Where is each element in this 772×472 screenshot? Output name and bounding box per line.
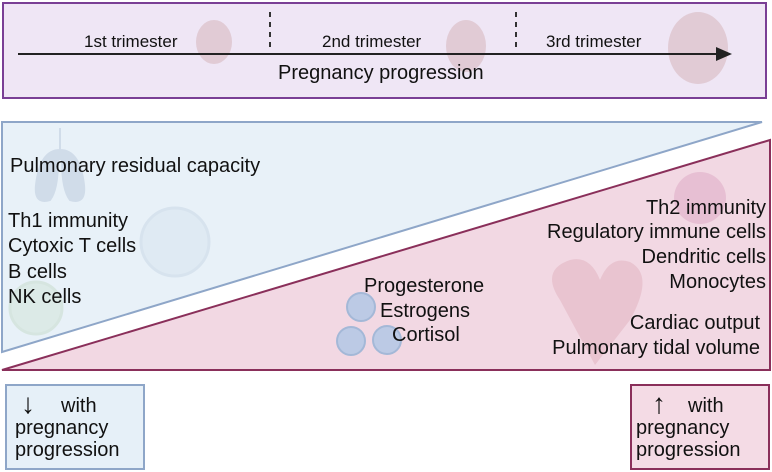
hormone-cortisol: Cortisol	[392, 324, 460, 346]
timeline-axis-label: Pregnancy progression	[278, 62, 484, 84]
decrease-item-b-cells: B cells	[8, 261, 67, 283]
hormone-estrogens: Estrogens	[380, 300, 471, 322]
legend-increase-line2: pregnancy	[636, 417, 730, 439]
decrease-item-cytotoxic-t: Cytoxic T cells	[8, 235, 137, 257]
stage-label-2nd: 2nd trimester	[322, 32, 422, 51]
hormone-progesterone: Progesterone	[364, 275, 485, 297]
hormone-sphere-1	[346, 292, 376, 322]
dendritic-cell-icon	[674, 172, 726, 224]
increase-item-cardiac-output: Cardiac output	[629, 312, 760, 334]
t-cell-icon	[139, 206, 211, 278]
lungs-icon	[34, 128, 86, 202]
increase-item-th2: Th2 immunity	[645, 197, 766, 219]
fetus-icon-2	[446, 20, 486, 72]
up-arrow-icon: ↑	[652, 388, 666, 419]
increase-triangle	[1, 138, 771, 371]
increase-item-regulatory: Regulatory immune cells	[547, 221, 766, 243]
pulmonary-residual-capacity-label: Pulmonary residual capacity	[10, 155, 261, 177]
increase-item-tidal-volume: Pulmonary tidal volume	[552, 337, 760, 359]
nk-cell-icon	[8, 280, 64, 336]
fetus-icon-3	[668, 12, 728, 84]
stage-label-3rd: 3rd trimester	[546, 32, 642, 51]
decrease-item-nk-cells: NK cells	[8, 286, 82, 308]
timeline-panel	[2, 2, 767, 99]
legend-decrease-word: with	[61, 395, 97, 417]
legend-decrease-line2: pregnancy	[15, 417, 109, 439]
legend-increase-line3: progression	[636, 439, 741, 461]
hormone-sphere-2	[336, 326, 366, 356]
legend-decrease: ↓ with pregnancy progression	[5, 384, 145, 470]
fetus-icon-1	[196, 20, 232, 64]
progression-arrowhead	[716, 47, 732, 61]
hormone-sphere-3	[372, 325, 402, 355]
stage-label-1st: 1st trimester	[84, 32, 178, 51]
down-arrow-icon: ↓	[21, 388, 35, 419]
decrease-item-th1: Th1 immunity	[8, 210, 129, 232]
increase-item-monocytes: Monocytes	[669, 271, 766, 293]
legend-decrease-line3: progression	[15, 439, 120, 461]
increase-item-dendritic: Dendritic cells	[641, 246, 766, 268]
decrease-triangle	[1, 121, 763, 354]
heart-icon	[552, 259, 643, 365]
legend-increase-word: with	[688, 395, 724, 417]
legend-increase: ↑ with pregnancy progression	[630, 384, 770, 470]
